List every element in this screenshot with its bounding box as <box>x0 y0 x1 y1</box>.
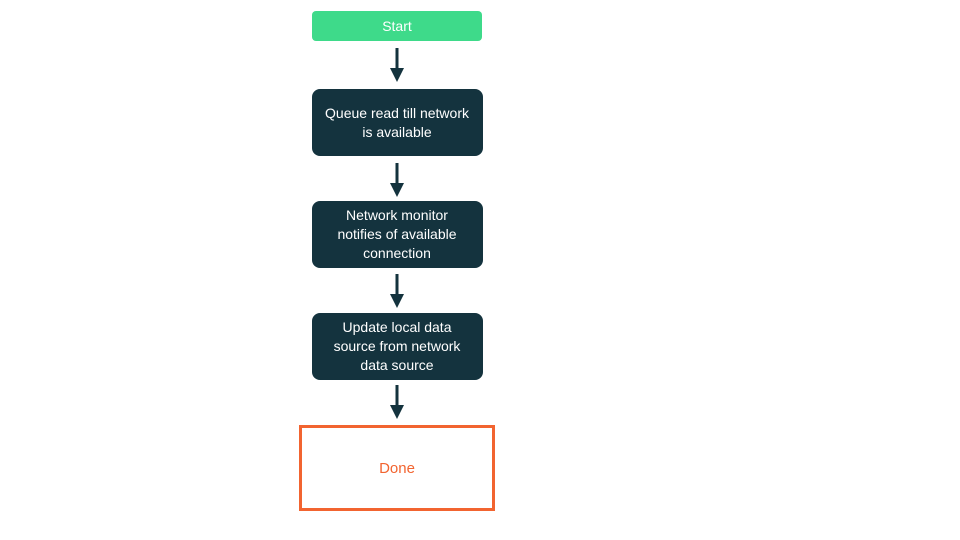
arrow-down-icon <box>390 274 404 308</box>
node-network-monitor-label: Network monitor notifies of available co… <box>337 207 457 261</box>
node-done: Done <box>299 425 495 511</box>
arrow-down-icon <box>390 385 404 419</box>
node-update-local-data-label: Update local data source from network da… <box>333 319 461 373</box>
node-done-label: Done <box>379 459 415 477</box>
arrow-down-icon <box>390 163 404 197</box>
node-update-local-data: Update local data source from network da… <box>311 313 483 380</box>
node-network-monitor: Network monitor notifies of available co… <box>311 201 483 268</box>
node-start-label: Start <box>382 18 412 34</box>
flowchart: Start Queue read till network is availab… <box>299 11 495 511</box>
node-queue-read: Queue read till network is available <box>311 89 483 156</box>
node-queue-read-label: Queue read till network is available <box>325 104 469 140</box>
node-start: Start <box>312 11 482 41</box>
arrow-down-icon <box>390 48 404 82</box>
